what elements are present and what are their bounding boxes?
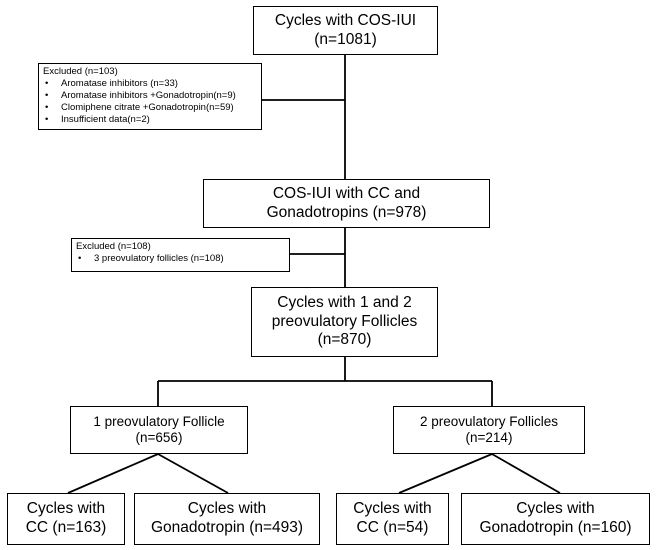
node-text: (n=1081) (314, 30, 377, 48)
node-text: (n=656) (135, 430, 183, 445)
excluded-title: Excluded (n=103) (43, 66, 118, 77)
node-text: 2 preovulatory Follicles (419, 413, 559, 429)
node-text: Cycles with (353, 500, 432, 518)
node-cc-gonadotropins: COS-IUI with CC and Gonadotropins (n=978… (203, 179, 490, 228)
leaf-cc-163: Cycles with CC (n=163) (7, 493, 125, 545)
node-text: (n=870) (317, 331, 372, 349)
node-text: 1 preovulatory Follicle (93, 413, 225, 429)
node-text: Gonadotropin (n=493) (150, 519, 304, 536)
node-text: Cycles with 1 and 2 (277, 293, 412, 311)
excluded-item: Aromatase inhibitors (n=33) (43, 78, 257, 90)
node-text: preovulatory Follicles (271, 312, 418, 330)
node-text: Gonadotropins (n=978) (266, 203, 427, 221)
node-text: Gonadotropin (n=160) (479, 519, 632, 536)
node-text: Cycles with (26, 500, 106, 518)
node-one-two-follicles: Cycles with 1 and 2 preovulatory Follicl… (251, 287, 438, 357)
node-text: CC (n=163) (25, 519, 107, 536)
node-text: COS-IUI with CC and (272, 184, 421, 202)
node-text: CC (n=54) (356, 519, 429, 536)
excluded-box-2: Excluded (n=108) 3 preovulatory follicle… (71, 238, 290, 272)
excluded-item: Insufficient data(n=2) (43, 114, 257, 126)
node-text: (n=214) (465, 430, 513, 445)
leaf-gonadotropin-493: Cycles with Gonadotropin (n=493) (134, 493, 320, 545)
node-two-follicles: 2 preovulatory Follicles (n=214) (393, 406, 585, 454)
node-text: Cycles with COS-IUI (274, 11, 417, 29)
leaf-gonadotropin-160: Cycles with Gonadotropin (n=160) (461, 493, 650, 545)
connector-leaf3 (398, 453, 493, 494)
node-cycles-cos-iui: Cycles with COS-IUI (n=1081) (253, 6, 438, 55)
connector-leaf4 (491, 453, 561, 494)
excluded-item: 3 preovulatory follicles (n=108) (76, 253, 285, 265)
excluded-item: Aromatase inhibitors +Gonadotropin(n=9) (43, 90, 257, 102)
excluded-title: Excluded (n=108) (76, 241, 151, 252)
leaf-cc-54: Cycles with CC (n=54) (336, 493, 449, 545)
excluded-item: Clomiphene citrate +Gonadotropin(n=59) (43, 102, 257, 114)
node-text: Cycles with (187, 500, 267, 518)
node-one-follicle: 1 preovulatory Follicle (n=656) (70, 406, 248, 454)
excluded-box-1: Excluded (n=103) Aromatase inhibitors (n… (38, 63, 262, 130)
connector-leaf2 (157, 453, 229, 494)
node-text: Cycles with (516, 500, 595, 518)
connector-leaf1 (67, 453, 159, 494)
